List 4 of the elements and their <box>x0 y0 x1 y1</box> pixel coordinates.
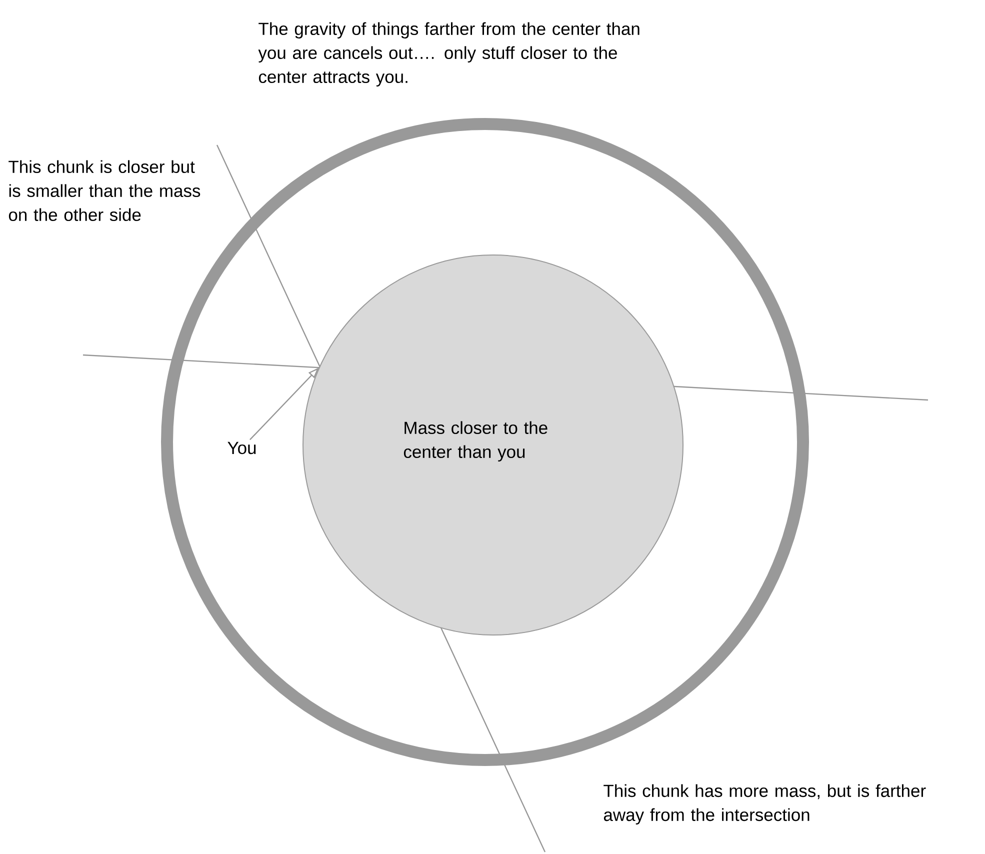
note-text: This chunk is closer but is smaller than the mass on the other side <box>8 160 200 222</box>
note-text: The gravity of things farther from the center than you are cancels out…. only stuff closer to the center attracts you. <box>258 22 640 87</box>
you-label: You <box>228 442 256 454</box>
note-text: This chunk has more mass, but is farther away from the intersection <box>604 784 926 825</box>
